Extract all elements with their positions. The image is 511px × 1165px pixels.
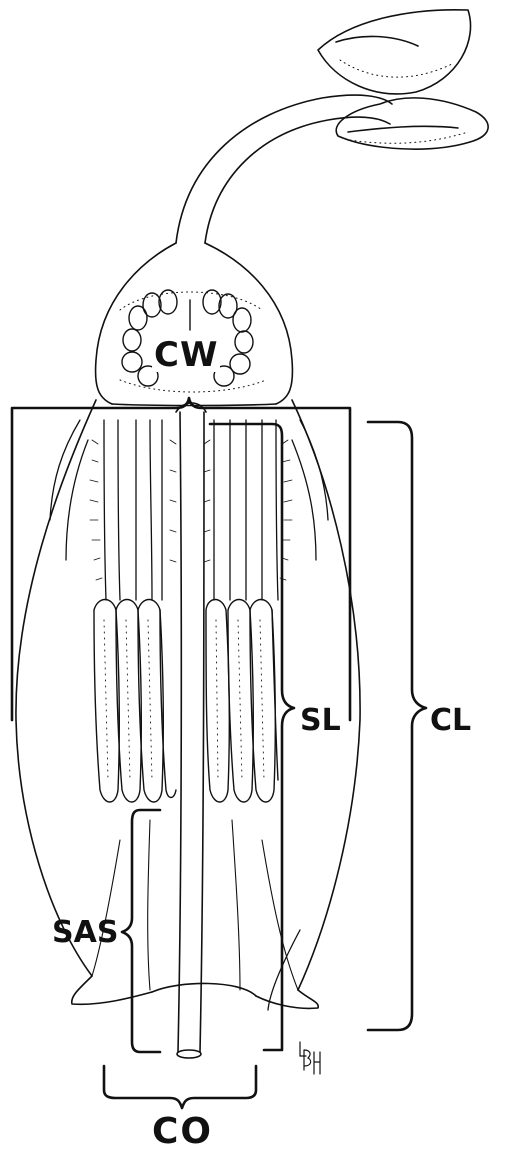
- anthers-left: [94, 600, 176, 803]
- style-column: [176, 403, 206, 1058]
- label-cw: CW: [152, 338, 220, 372]
- label-cl: CL: [428, 706, 473, 736]
- label-sl: SL: [298, 706, 343, 736]
- sas-bracket: [122, 810, 160, 1052]
- stamen-filaments-right: [214, 420, 278, 600]
- co-bracket: [104, 1066, 256, 1108]
- flower-buds: [318, 10, 488, 149]
- artist-signature: [296, 1040, 322, 1076]
- anthers-right: [206, 600, 278, 803]
- label-sas: SAS: [50, 918, 120, 948]
- label-co: CO: [150, 1114, 215, 1150]
- inner-tube-lines: [92, 820, 298, 990]
- stamen-filaments-left: [104, 420, 162, 600]
- pedicel: [176, 95, 392, 243]
- cl-bracket: [368, 422, 426, 1030]
- ovary: [96, 243, 293, 406]
- anther-stippling: [104, 620, 264, 780]
